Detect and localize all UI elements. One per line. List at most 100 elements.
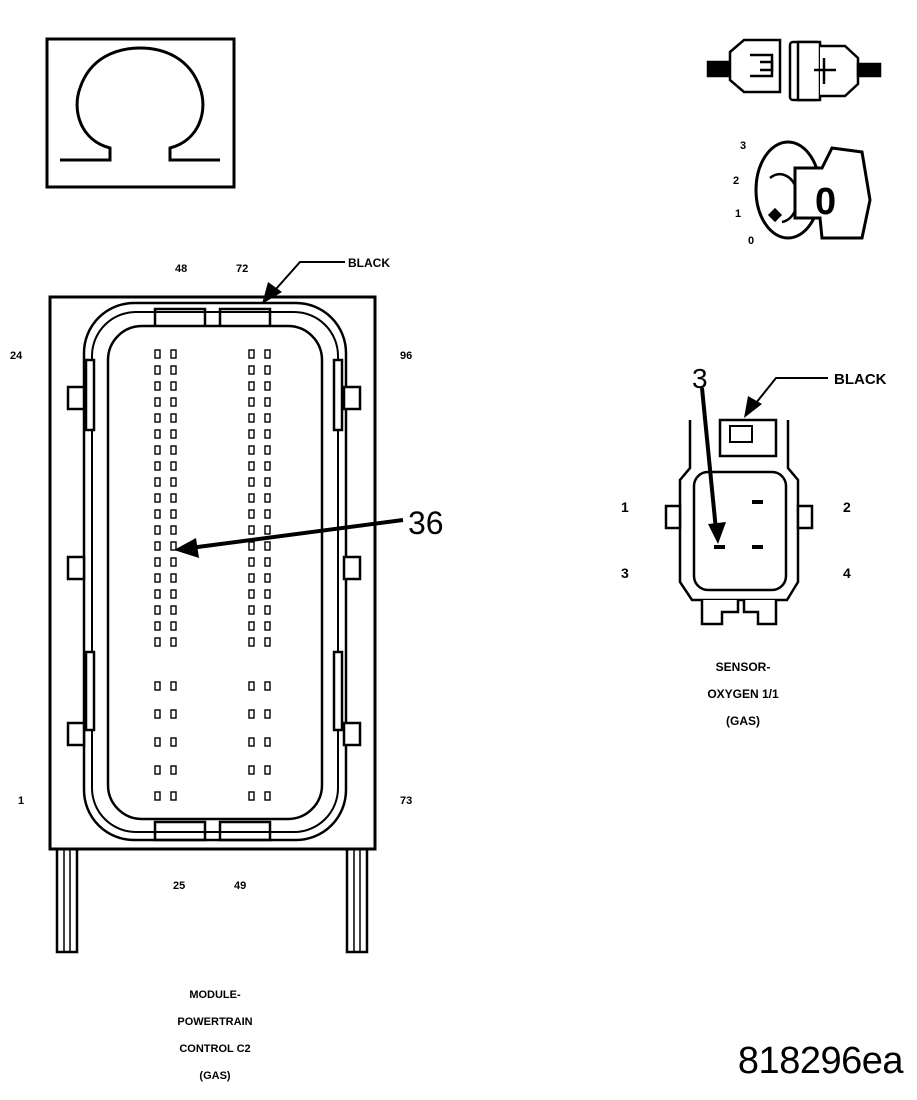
pin-cavity: [248, 765, 255, 775]
pin-label-25: 25: [173, 880, 185, 892]
pin-cavity: [154, 365, 161, 375]
pin-cavity: [264, 349, 271, 359]
pin-cavity: [170, 525, 177, 535]
pcm-caption-line-1: MODULE-: [189, 989, 241, 1001]
pin-cavity: [170, 573, 177, 583]
o2-highlighted-pin: 3: [692, 363, 708, 394]
pin-cavity: [170, 589, 177, 599]
pin-cavity: [264, 605, 271, 615]
pin-label-1: 1: [18, 795, 24, 807]
key-label: 0: [815, 181, 836, 223]
pin-cavity: [170, 493, 177, 503]
pin-cavity: [154, 413, 161, 423]
pin-cavity: [248, 681, 255, 691]
pin-cavity: [264, 621, 271, 631]
ignition-key-icon: 3 2 1 0 0: [733, 140, 872, 247]
pin-cavity: [154, 461, 161, 471]
pin-label-96: 96: [400, 350, 412, 362]
pcm-caption-line-3: CONTROL C2: [179, 1043, 251, 1055]
key-position-3: 3: [740, 140, 746, 152]
pin-cavity: [248, 791, 255, 801]
pin-3-arrow: [700, 387, 718, 531]
pin-cavity: [248, 605, 255, 615]
key-position-2: 2: [733, 175, 739, 187]
pin-cavity: [264, 365, 271, 375]
pin-label-49: 49: [234, 880, 246, 892]
pin-cavity: [170, 365, 177, 375]
pin-cavity: [170, 737, 177, 747]
ohmmeter-icon: [45, 37, 236, 189]
pcm-connector: 48 72 24 96 1 73 25 49 BLACK 36: [10, 256, 444, 954]
pin-label-73: 73: [400, 795, 412, 807]
pin-cavity: [248, 541, 255, 551]
pin-cavity: [264, 737, 271, 747]
pin-cavity: [170, 541, 177, 551]
pin-cavity: [264, 681, 271, 691]
pin-cavity: [264, 445, 271, 455]
pin-cavity: [248, 709, 255, 719]
pin-cavity: [248, 365, 255, 375]
pin-cavity: [170, 709, 177, 719]
pin-cavity: [264, 765, 271, 775]
pin-cavity: [154, 349, 161, 359]
pin-36-arrowhead: [174, 538, 199, 558]
o2-pin-label-2: 2: [843, 499, 851, 515]
pin-cavity: [248, 349, 255, 359]
pin-cavity: [248, 397, 255, 407]
o2-caption-line-3: (GAS): [726, 714, 760, 728]
pin-cavity: [170, 429, 177, 439]
pin-36-arrow: [189, 518, 404, 550]
pin-cavity: [170, 445, 177, 455]
pin-cavity: [170, 461, 177, 471]
pin-cavity: [154, 621, 161, 631]
o2-color-leader: [751, 377, 828, 409]
pin-cavity: [154, 493, 161, 503]
o2-sensor-connector: BLACK 3 1 2 3 4: [621, 363, 887, 626]
pin-cavity: [170, 637, 177, 647]
pin-cavity: [154, 477, 161, 487]
pin-label-48: 48: [175, 263, 187, 275]
pcm-caption-line-4: (GAS): [199, 1070, 231, 1082]
figure-id: 818296ea: [737, 1040, 904, 1082]
pin-label-24: 24: [10, 350, 23, 362]
pin-cavity: [264, 477, 271, 487]
pin-cavity: [170, 765, 177, 775]
pcm-pin-cavities: [154, 349, 271, 801]
pin-cavity: [154, 765, 161, 775]
pin-cavity: [248, 737, 255, 747]
pin-cavity: [264, 493, 271, 503]
pcm-caption: MODULE- POWERTRAIN CONTROL C2 (GAS): [115, 982, 315, 1090]
pin-cavity: [264, 589, 271, 599]
pin-cavity: [248, 637, 255, 647]
pin-cavity: [264, 637, 271, 647]
pin-cavity: [264, 525, 271, 535]
pin-cavity: [170, 381, 177, 391]
pin-cavity: [154, 397, 161, 407]
pin-cavity: [154, 429, 161, 439]
pin-cavity: [248, 525, 255, 535]
pin-cavity: [248, 413, 255, 423]
key-position-1: 1: [735, 208, 741, 220]
pin-cavity: [170, 349, 177, 359]
pin-label-72: 72: [236, 263, 248, 275]
pin-cavity: [248, 445, 255, 455]
pcm-color-callout: BLACK: [348, 256, 390, 270]
pin-cavity: [170, 621, 177, 631]
pin-36-label: 36: [408, 505, 444, 541]
pin-cavity: [154, 445, 161, 455]
o2-caption-line-1: SENSOR-: [715, 660, 771, 674]
pin-cavity: [264, 791, 271, 801]
pin-cavity: [154, 605, 161, 615]
pin-cavity: [154, 509, 161, 519]
pin-cavity: [264, 381, 271, 391]
pin-cavity: [154, 381, 161, 391]
pin-cavity: [154, 589, 161, 599]
pin-cavity: [248, 429, 255, 439]
pin-cavity: [154, 791, 161, 801]
connector-disconnect-icon: [706, 38, 882, 102]
pin-cavity: [248, 557, 255, 567]
pin-cavity: [170, 413, 177, 423]
o2-pin-label-4: 4: [843, 565, 851, 581]
pin-cavity: [154, 573, 161, 583]
